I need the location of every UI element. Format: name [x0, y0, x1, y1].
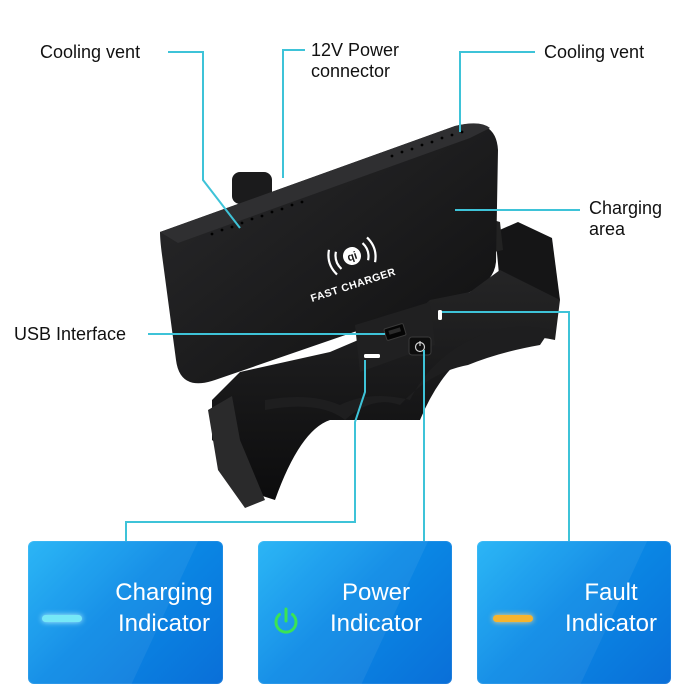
card-charging-indicator: Charging Indicator: [28, 541, 223, 684]
leader-power-connector: [282, 49, 305, 178]
label-usb-interface: USB Interface: [14, 324, 127, 344]
leader-charging-indicator: [125, 360, 366, 541]
card-fault-text: Fault Indicator: [564, 579, 658, 637]
card-power-indicator: Power Indicator: [258, 541, 452, 684]
label-power-connector: 12V Power connector: [311, 40, 400, 81]
cooling-vent-dots: [210, 130, 464, 236]
base-end-cap: [208, 396, 265, 508]
charging-led: [364, 354, 380, 358]
card-power-text: Power Indicator: [329, 579, 423, 637]
leader-cooling-vent-left: [168, 51, 241, 229]
charger-device: qi FAST CHARGER: [160, 123, 560, 508]
power-button: [408, 336, 432, 356]
charging-indicator-bar: [42, 615, 82, 622]
leader-cooling-vent-right: [459, 51, 535, 132]
svg-text:qi: qi: [346, 250, 359, 264]
power-icon: [274, 607, 298, 634]
label-cooling-vent-right: Cooling vent: [544, 42, 645, 62]
label-charging-area: Charging area: [589, 198, 663, 239]
card-fault-indicator: Fault Indicator: [477, 541, 671, 684]
fault-indicator-bar: [493, 615, 533, 622]
leader-fault-indicator: [442, 311, 570, 541]
cup-holder-base: [212, 270, 560, 500]
label-cooling-vent-left: Cooling vent: [40, 42, 141, 62]
qi-wireless-icon: qi: [327, 236, 377, 276]
card-charging-text: Charging Indicator: [115, 579, 213, 637]
fault-led: [438, 310, 442, 320]
leader-lines: [125, 49, 580, 541]
usb-port-icon: [383, 323, 407, 341]
